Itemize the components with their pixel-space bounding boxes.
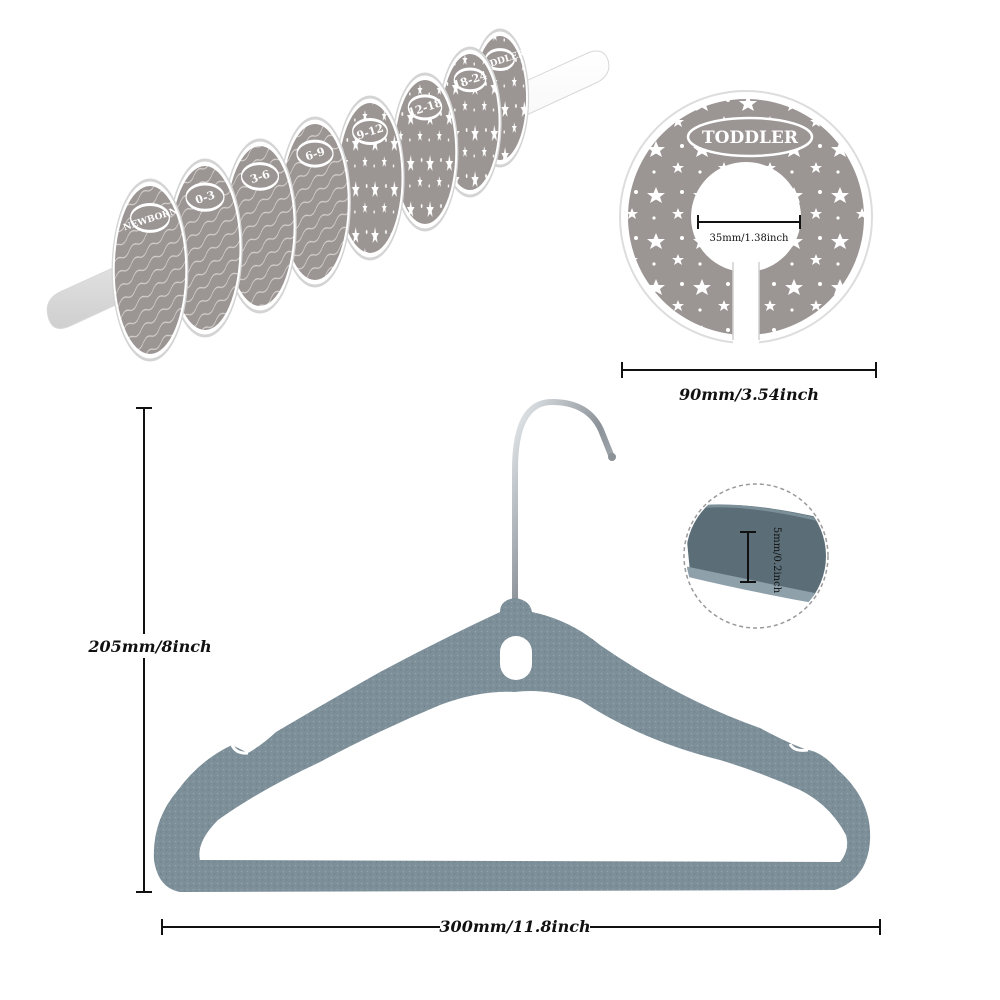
- height-dimension-label: 205mm/8inch: [87, 637, 211, 656]
- hanger-width-dimension: 300mm/11.8inch: [161, 914, 881, 940]
- hanger-clip-slot: [500, 636, 532, 680]
- size-divider: [391, 72, 459, 232]
- size-divider-label: 3-6: [249, 168, 272, 187]
- size-divider: [111, 178, 189, 362]
- size-divider: [335, 95, 405, 261]
- hanger-hook: [512, 398, 614, 611]
- size-divider-label: 0-3: [194, 188, 217, 207]
- outer-dimension-label: 90mm/3.54inch: [679, 385, 819, 404]
- flock-closeup: 5mm/0.2inch: [683, 483, 829, 629]
- flock-thickness-label: 5mm/0.2inch: [771, 527, 782, 594]
- size-divider: [279, 116, 351, 288]
- width-dimension-label: 300mm/11.8inch: [439, 917, 590, 936]
- size-divider: [223, 138, 297, 314]
- detail-divider-label-plate: [686, 116, 814, 158]
- inner-dimension-label: 35mm/1.38inch: [709, 233, 789, 244]
- detail-divider-label: TODDLER: [702, 128, 799, 148]
- hanger-height-dimension: 205mm/8inch: [87, 407, 212, 893]
- detail-divider: TODDLER 35mm/1.38inch 90mm/3.54inch: [619, 90, 877, 404]
- hanger: [153, 398, 871, 892]
- size-divider-label: 6-9: [304, 145, 327, 164]
